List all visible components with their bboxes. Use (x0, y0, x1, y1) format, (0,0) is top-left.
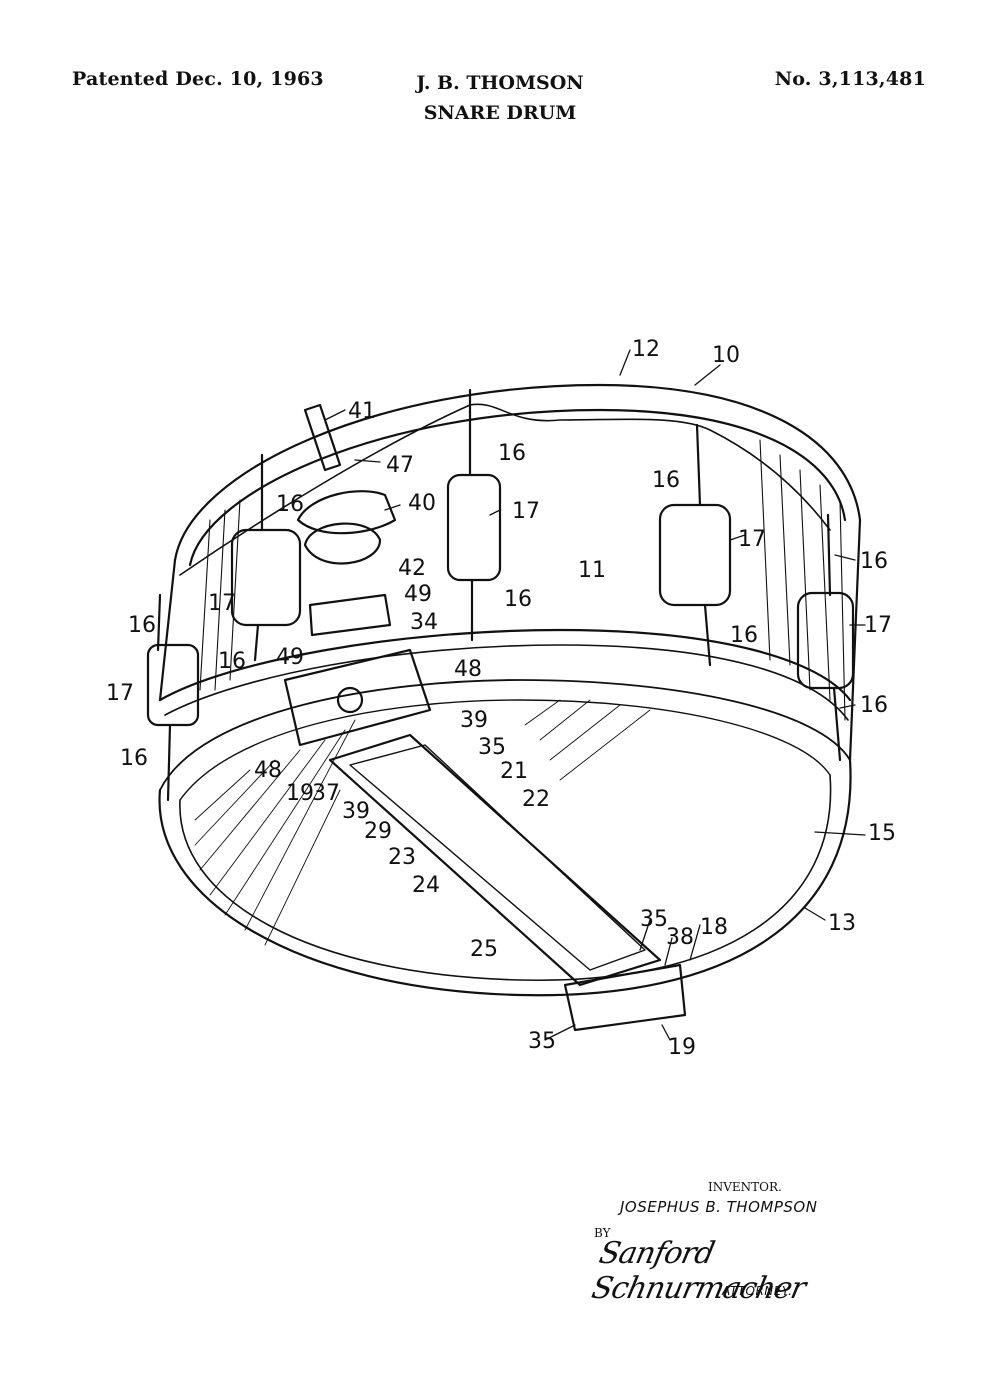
ref-47: 47 (386, 453, 414, 478)
ref-11: 11 (578, 558, 606, 583)
ref-12: 12 (632, 337, 660, 362)
reference-numerals: 10 12 41 47 16 16 16 40 17 17 16 16 42 4… (106, 337, 896, 1060)
inventor-label: INVENTOR. (708, 1180, 782, 1194)
ref-19-bottom: 19 (668, 1035, 696, 1060)
ref-19-upper: 19 (286, 781, 314, 806)
ref-22: 22 (522, 787, 550, 812)
ref-16-top: 16 (498, 441, 526, 466)
ref-16-left-lower: 16 (218, 649, 246, 674)
ref-49-upper: 49 (404, 582, 432, 607)
patent-number: No. 3,113,481 (774, 68, 926, 90)
ref-35-bottom: 35 (528, 1029, 556, 1054)
ref-38: 38 (666, 925, 694, 950)
ref-16-bottom-left: 16 (120, 746, 148, 771)
ref-35-right: 35 (640, 907, 668, 932)
by-label: BY (594, 1226, 611, 1240)
header-center: J. B. THOMSON SNARE DRUM (0, 68, 1000, 128)
ref-49-lower: 49 (276, 645, 304, 670)
ref-48-left: 48 (254, 758, 282, 783)
ref-39-upper: 39 (460, 708, 488, 733)
ref-23: 23 (388, 845, 416, 870)
inventor-short-name: J. B. THOMSON (416, 72, 584, 94)
snare-strainer (283, 403, 432, 747)
patent-date: Patented Dec. 10, 1963 (72, 68, 324, 90)
ref-18: 18 (700, 915, 728, 940)
tension-lugs (146, 388, 855, 802)
ref-41: 41 (348, 399, 376, 424)
ref-35-upper: 35 (478, 735, 506, 760)
bottom-head-hatching (194, 699, 651, 946)
ref-17-far-right: 17 (864, 613, 892, 638)
ref-16-far-right: 16 (860, 549, 888, 574)
ref-25: 25 (470, 937, 498, 962)
ref-10: 10 (712, 343, 740, 368)
ref-39-lower: 39 (342, 799, 370, 824)
ref-16-bottom-right: 16 (860, 693, 888, 718)
attorney-label: ATTORNEY. (722, 1284, 793, 1298)
leader-lines (324, 349, 866, 1041)
ref-29: 29 (364, 819, 392, 844)
ref-37: 37 (312, 781, 340, 806)
ref-17-left: 17 (208, 591, 236, 616)
ref-17-center: 17 (512, 499, 540, 524)
ref-16-center-lower: 16 (504, 587, 532, 612)
ref-16-far-left: 16 (128, 613, 156, 638)
ref-24: 24 (412, 873, 440, 898)
middle-hoop (158, 628, 852, 721)
ref-15: 15 (868, 821, 896, 846)
patent-title: SNARE DRUM (423, 102, 577, 124)
ref-17-far-left: 17 (106, 681, 134, 706)
snare-strip (328, 733, 687, 1032)
ref-34: 34 (410, 610, 438, 635)
ref-17-right: 17 (738, 527, 766, 552)
ref-13: 13 (828, 911, 856, 936)
ref-21: 21 (500, 759, 528, 784)
bottom-hoop (158, 679, 852, 997)
inventor-name: JOSEPHUS B. THOMPSON (620, 1198, 818, 1216)
ref-16-right-lower: 16 (730, 623, 758, 648)
ref-42: 42 (398, 556, 426, 581)
ref-48-right: 48 (454, 657, 482, 682)
ref-16-left-top: 16 (276, 492, 304, 517)
signature-block: INVENTOR. JOSEPHUS B. THOMPSON BY Sanfor… (589, 1180, 890, 1310)
ref-40: 40 (408, 491, 436, 516)
ref-16-right-top: 16 (652, 468, 680, 493)
